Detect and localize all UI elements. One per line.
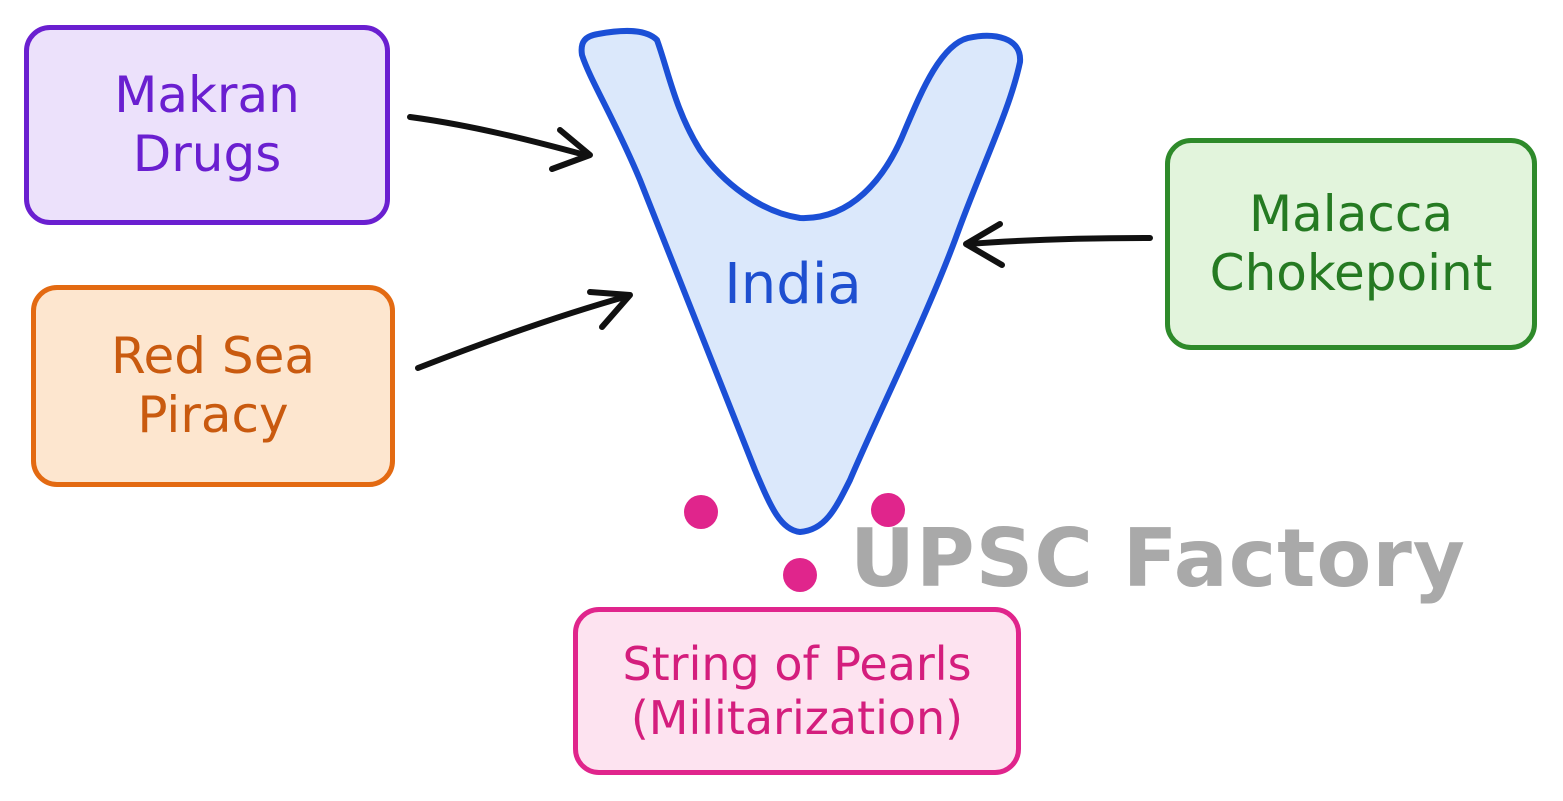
box-label-line: Chokepoint xyxy=(1209,244,1493,302)
arrow-malacca-to-india xyxy=(963,221,1153,268)
box-label-line: Makran xyxy=(114,66,300,124)
red-sea-piracy-box: Red Sea Piracy xyxy=(31,285,395,487)
box-label-line: Drugs xyxy=(132,125,282,183)
pearl-dot xyxy=(871,493,905,527)
box-label-line: (Militarization) xyxy=(630,691,964,745)
malacca-chokepoint-box: Malacca Chokepoint xyxy=(1165,138,1537,350)
string-of-pearls-box: String of Pearls (Militarization) xyxy=(573,607,1021,775)
india-label: India xyxy=(724,252,862,317)
arrow-redsea-to-india xyxy=(415,289,633,371)
makran-drugs-box: Makran Drugs xyxy=(24,25,390,225)
watermark: UPSC Factory xyxy=(850,512,1466,605)
box-label-line: Malacca xyxy=(1249,185,1453,243)
box-label-line: Red Sea xyxy=(110,327,316,385)
arrow-makran-to-india xyxy=(407,114,593,172)
box-label-line: Piracy xyxy=(137,386,289,444)
box-label-line: String of Pearls xyxy=(622,636,972,691)
pearl-dot xyxy=(783,558,817,592)
pearl-dot xyxy=(684,495,718,529)
india-shape xyxy=(578,27,1024,535)
